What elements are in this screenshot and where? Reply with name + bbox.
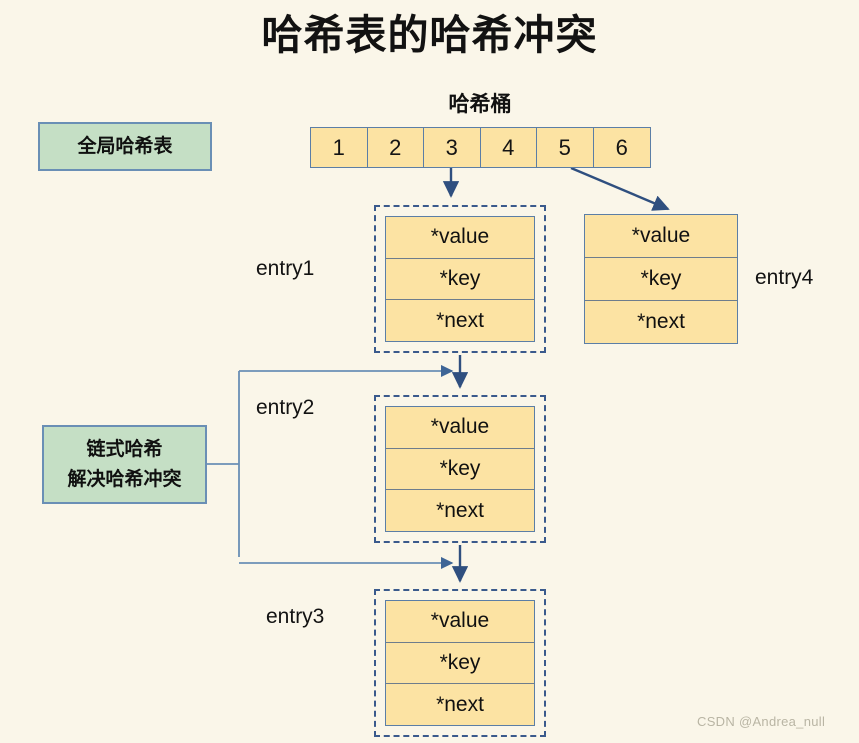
entry2-row-key: *key <box>386 448 534 491</box>
legend-global-label: 全局哈希表 <box>77 135 173 157</box>
entry4-row-value: *value <box>585 215 737 258</box>
entry1-row-value: *value <box>386 217 534 259</box>
wire-chaining-trunk <box>207 371 240 557</box>
entry1-table: *value *key *next <box>385 216 535 342</box>
wire-bucket5-to-entry4 <box>570 166 670 211</box>
entry4-table: *value *key *next <box>584 214 738 344</box>
legend-box-global-hash-table[interactable]: 全局哈希表 <box>38 122 212 171</box>
bucket-cell-2[interactable]: 2 <box>367 128 424 167</box>
entry1-row-key: *key <box>386 258 534 301</box>
entry1-row-next: *next <box>386 300 534 342</box>
entry2-container: *value *key *next <box>374 395 546 543</box>
legend-chaining-line2: 解决哈希冲突 <box>67 468 182 490</box>
legend-box-chaining[interactable]: 链式哈希 解决哈希冲突 <box>42 425 207 504</box>
entry2-table: *value *key *next <box>385 406 535 532</box>
entry2-row-value: *value <box>386 407 534 449</box>
entry4-row-next: *next <box>585 301 737 343</box>
entry3-table: *value *key *next <box>385 600 535 726</box>
entry3-row-value: *value <box>386 601 534 643</box>
entry3-row-next: *next <box>386 684 534 726</box>
bucket-cell-6[interactable]: 6 <box>593 128 650 167</box>
entry4-label: entry4 <box>755 266 814 289</box>
entry1-label: entry1 <box>256 257 315 280</box>
bucket-cell-1[interactable]: 1 <box>311 128 368 167</box>
legend-chaining-line1: 链式哈希 <box>86 438 163 460</box>
entry3-container: *value *key *next <box>374 589 546 737</box>
entry3-label: entry3 <box>266 605 325 628</box>
hash-bucket-caption: 哈希桶 <box>448 93 512 116</box>
bucket-cell-5[interactable]: 5 <box>537 128 594 167</box>
entry2-row-next: *next <box>386 490 534 532</box>
entry4-row-key: *key <box>585 258 737 301</box>
bucket-cell-4[interactable]: 4 <box>480 128 537 167</box>
entry3-row-key: *key <box>386 642 534 685</box>
page-title: 哈希表的哈希冲突 <box>261 12 598 58</box>
entry2-label: entry2 <box>256 396 315 419</box>
entry4-container: *value *key *next <box>584 214 738 344</box>
entry1-container: *value *key *next <box>374 205 546 353</box>
bucket-cell-3[interactable]: 3 <box>424 128 481 167</box>
hash-bucket-array: 1 2 3 4 5 6 <box>310 127 651 168</box>
watermark: CSDN @Andrea_null <box>697 714 826 729</box>
